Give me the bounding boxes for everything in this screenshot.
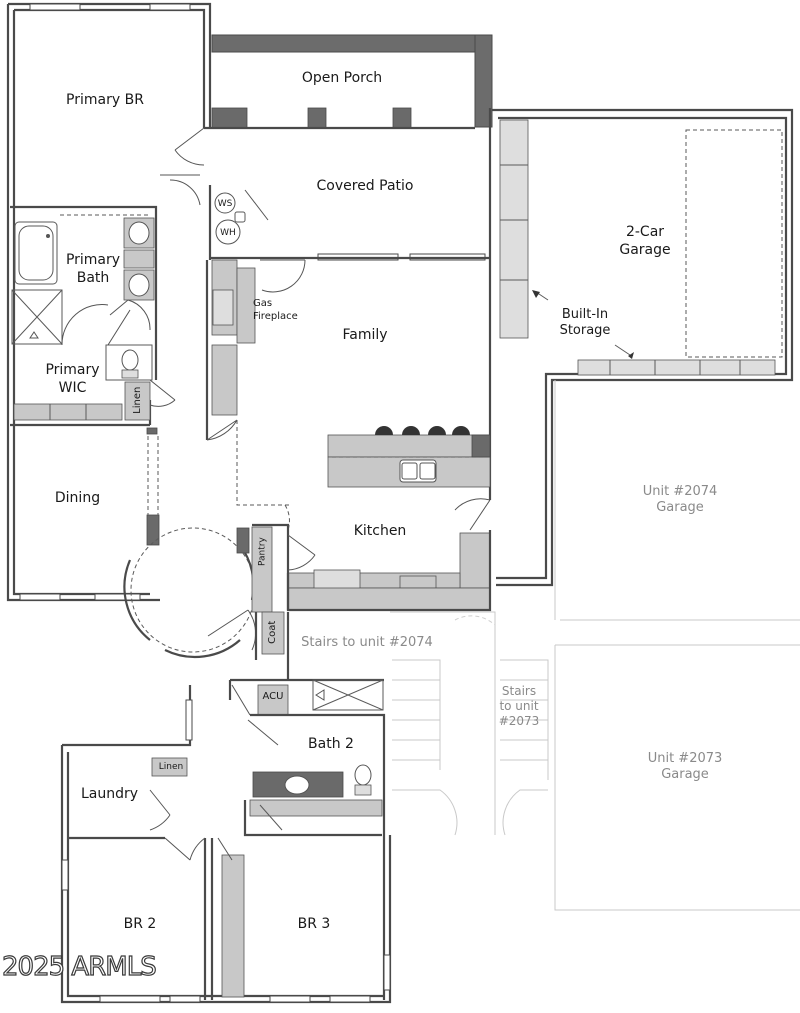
primary-doors [61, 127, 205, 407]
room-kitchen: Kitchen [353, 523, 407, 539]
label-linen-primary: Linen [131, 386, 143, 414]
label-wh: WH [220, 228, 236, 238]
bath-2 [243, 713, 386, 1000]
label-gas-fireplace: Gas Fireplace [253, 298, 298, 322]
dining-foyer [123, 427, 257, 659]
room-primary-bath: Primary Bath [65, 252, 121, 286]
label-built-in-storage: Built-In Storage [559, 307, 611, 339]
label-unit-2073-garage: Unit #2073 Garage [647, 751, 723, 783]
label-ws: WS [217, 199, 233, 209]
room-dining: Dining [54, 490, 101, 506]
watermark: 2025 ARMLS [1, 951, 157, 982]
family-room [205, 259, 491, 531]
label-pantry: Pantry [257, 537, 268, 567]
primary-bath-fixtures [11, 217, 155, 421]
room-br-2: BR 2 [123, 916, 157, 932]
room-primary-wic: Primary WIC [45, 362, 100, 396]
label-acu: ACU [262, 691, 284, 702]
hall-service [228, 611, 384, 746]
kitchen [251, 498, 492, 613]
room-br-3: BR 3 [297, 916, 331, 932]
label-stairs-2074: Stairs to unit #2074 [301, 635, 433, 650]
room-bath-2: Bath 2 [308, 736, 354, 752]
neighbor-ghost [390, 380, 800, 911]
bedroom-wing [60, 685, 392, 1004]
room-open-porch: Open Porch [301, 70, 383, 86]
room-primary-br: Primary BR [66, 92, 144, 108]
room-laundry: Laundry [80, 786, 139, 802]
label-stairs-2073: Stairs to unit #2073 [498, 684, 540, 728]
label-linen-laundry: Linen [158, 762, 184, 772]
room-garage: 2-Car Garage [619, 224, 671, 258]
porch-patio [204, 34, 493, 500]
garage [492, 108, 794, 587]
room-family: Family [342, 327, 388, 343]
label-coat: Coat [266, 620, 278, 644]
room-covered-patio: Covered Patio [316, 178, 414, 194]
label-unit-2074-garage: Unit #2074 Garage [642, 484, 718, 516]
